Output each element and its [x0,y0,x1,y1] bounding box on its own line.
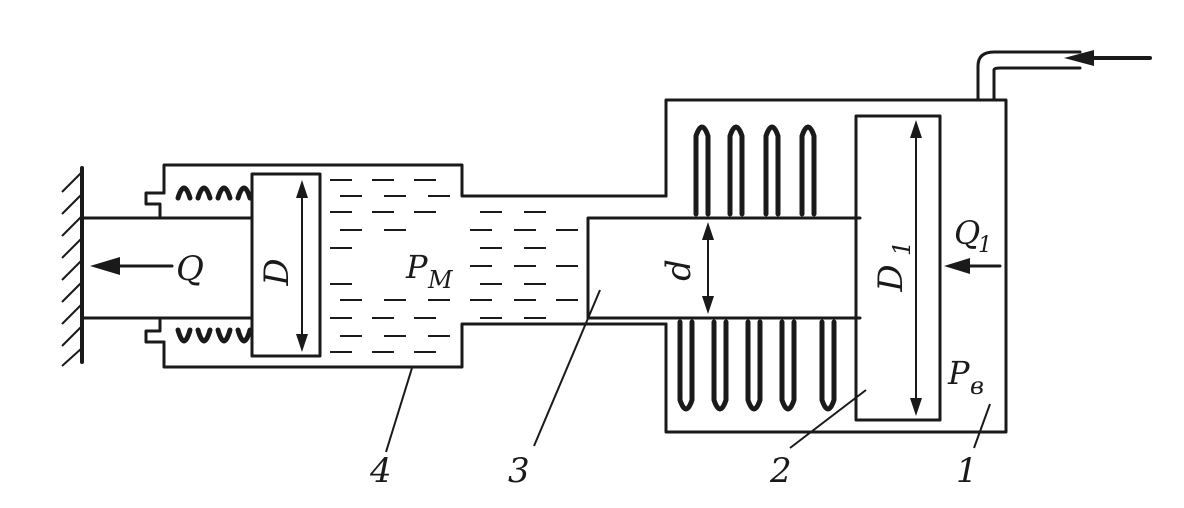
dimension-d1 [910,120,922,416]
wall-hatching [61,171,83,367]
label-diameter-d-large: D [257,258,297,286]
svg-text:D: D [871,264,911,292]
flow-q1-arrow [944,258,1002,274]
hydraulic-fluid [330,179,578,353]
part-number-4: 4 [369,451,392,491]
svg-text:P: P [947,354,970,392]
part-number-1: 1 [956,451,978,491]
hydraulic-piston [250,172,322,358]
pneumatic-cylinder-spring [677,124,837,412]
force-q-arrow [90,257,174,275]
part-number-2: 2 [769,451,792,491]
pneumatic-piston [854,114,942,422]
dimension-d-large [296,180,308,352]
air-inlet-pipe [976,50,1152,102]
output-rod [82,216,254,320]
part-number-3: 3 [508,451,530,491]
label-force-q: Q [176,249,204,289]
label-flow-q1: Q 1 [954,214,992,258]
label-diameter-d1: D 1 [871,241,916,293]
leader-lines [385,289,991,453]
label-pressure-pb: P в [947,354,984,400]
svg-text:M: M [427,266,454,294]
label-pressure-pm: P M [405,248,454,294]
plunger [586,216,862,320]
fixed-wall [61,166,84,367]
svg-text:Q: Q [954,214,980,252]
svg-text:в: в [970,372,984,400]
hydraulic-cylinder-body [144,163,668,369]
dimension-d-small [702,222,714,314]
label-diameter-d-small: d [659,259,699,281]
hydraulic-cylinder-spring [175,185,253,344]
svg-text:P: P [405,248,428,286]
pneumatic-cylinder-body [664,98,1008,434]
svg-text:1: 1 [978,233,992,258]
svg-text:1: 1 [888,241,916,256]
air-inflow-arrow [1064,50,1094,66]
